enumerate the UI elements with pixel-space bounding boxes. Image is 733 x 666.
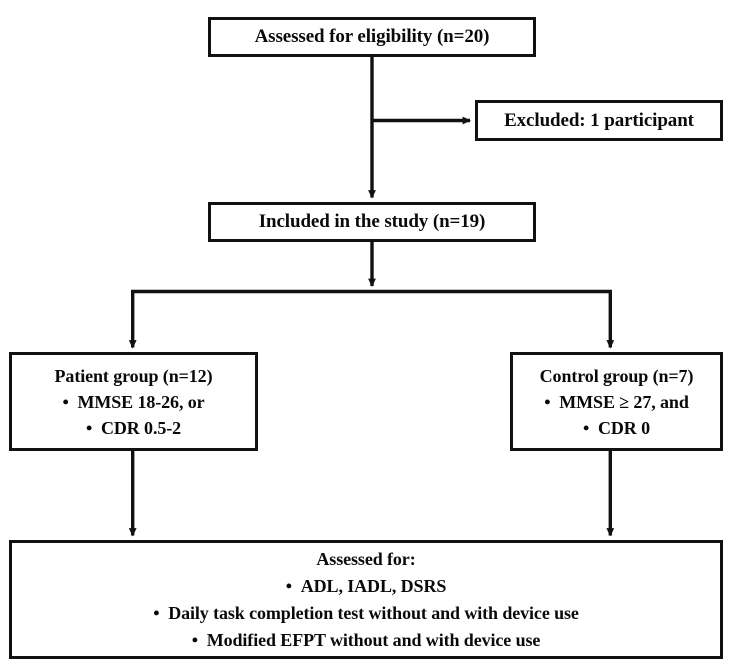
bullet-glyph: • (191, 629, 207, 650)
node-assessed-label: Assessed for eligibility (n=20) (254, 26, 490, 47)
node-excluded[interactable]: Excluded: 1 participant (475, 100, 723, 141)
node-control-bullet-1-text: MMSE ≥ 27, and (559, 391, 689, 412)
node-control-bullet-2-text: CDR 0 (598, 417, 650, 438)
node-included-label: Included in the study (n=19) (258, 211, 486, 232)
node-included-in-study[interactable]: Included in the study (n=19) (208, 202, 536, 242)
bullet-glyph: • (582, 417, 598, 438)
node-control-heading: Control group (n=7) (539, 365, 694, 386)
node-assessed-for-eligibility[interactable]: Assessed for eligibility (n=20) (208, 17, 536, 57)
node-outcomes-bullet-3: • Modified EFPT without and with device … (192, 627, 541, 654)
node-outcomes-bullet-2-text: Daily task completion test without and w… (168, 602, 579, 623)
node-patient-bullet-1-text: MMSE 18-26, or (77, 391, 205, 412)
bullet-glyph: • (544, 391, 560, 412)
node-patient-group[interactable]: Patient group (n=12) • MMSE 18-26, or • … (9, 352, 258, 451)
node-patient-bullet-1: • MMSE 18-26, or (62, 389, 204, 415)
node-outcomes-bullet-2: • Daily task completion test without and… (153, 600, 579, 627)
node-outcomes-heading: Assessed for: (316, 548, 416, 569)
bullet-glyph: • (153, 602, 169, 623)
node-assessed-for-outcomes[interactable]: Assessed for: • ADL, IADL, DSRS • Daily … (9, 540, 723, 659)
bullet-glyph: • (85, 417, 101, 438)
node-excluded-label: Excluded: 1 participant (504, 109, 694, 131)
node-control-bullet-2: • CDR 0 (583, 415, 650, 441)
node-patient-bullet-2-text: CDR 0.5-2 (100, 417, 182, 438)
node-outcomes-bullet-1-text: ADL, IADL, DSRS (300, 575, 447, 596)
bullet-glyph: • (62, 391, 78, 412)
bullet-glyph: • (285, 575, 301, 596)
node-control-bullet-1: • MMSE ≥ 27, and (544, 389, 689, 415)
node-outcomes-bullet-3-text: Modified EFPT without and with device us… (206, 629, 541, 650)
node-patient-bullet-2: • CDR 0.5-2 (86, 415, 181, 441)
node-outcomes-bullet-1: • ADL, IADL, DSRS (286, 573, 447, 600)
node-control-group[interactable]: Control group (n=7) • MMSE ≥ 27, and • C… (510, 352, 723, 451)
node-patient-heading: Patient group (n=12) (54, 365, 213, 386)
